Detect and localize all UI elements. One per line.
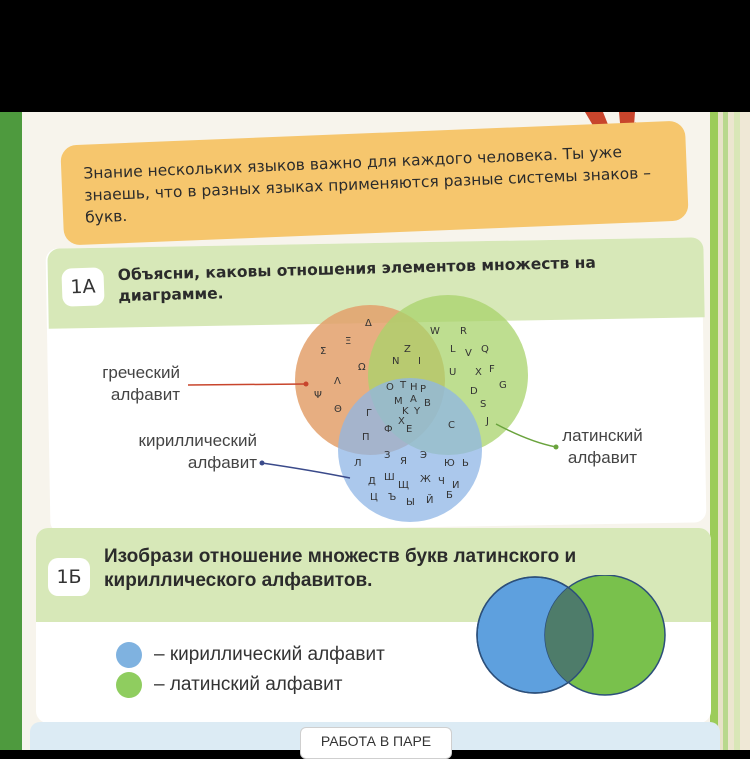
letter: Ф bbox=[384, 424, 393, 435]
letter: Y bbox=[413, 406, 421, 417]
letter: X bbox=[475, 367, 482, 378]
letter: Э bbox=[420, 450, 427, 461]
greek-pointer-line bbox=[188, 384, 306, 385]
letter: B bbox=[424, 398, 431, 409]
letter: E bbox=[406, 424, 412, 435]
legend-latin-label: – латинский алфавит bbox=[154, 674, 342, 696]
cyrillic-alphabet-label: кириллический алфавит bbox=[92, 430, 257, 474]
letter: Ш bbox=[384, 472, 395, 483]
letter: V bbox=[465, 348, 472, 359]
letter: L bbox=[450, 344, 456, 355]
letter: Ы bbox=[406, 497, 415, 508]
letter: R bbox=[460, 326, 467, 337]
legend-cyrillic: – кириллический алфавит bbox=[116, 642, 385, 668]
letter: Щ bbox=[398, 480, 409, 491]
letter: H bbox=[410, 382, 418, 393]
letter: X bbox=[398, 416, 405, 427]
letter: Ω bbox=[358, 362, 366, 373]
two-set-venn-diagram bbox=[470, 575, 670, 700]
letter: I bbox=[418, 356, 421, 367]
letter: Ъ bbox=[388, 492, 396, 503]
greek-pointer-dot bbox=[304, 382, 309, 387]
letter: Θ bbox=[334, 404, 342, 415]
letter: U bbox=[449, 367, 456, 378]
letter: Ж bbox=[420, 474, 431, 485]
pair-work-label: РАБОТА В ПАРЕ bbox=[321, 733, 431, 749]
letter: П bbox=[362, 432, 370, 443]
cyrillic-pointer-dot bbox=[260, 461, 265, 466]
letter: Ξ bbox=[345, 336, 351, 347]
letter: Я bbox=[400, 456, 407, 467]
latin-alphabet-label: латинский алфавит bbox=[545, 425, 660, 469]
letter: Л bbox=[354, 458, 362, 469]
letter: Д bbox=[368, 476, 376, 487]
letter: Б bbox=[446, 490, 453, 501]
letter: Δ bbox=[365, 318, 372, 329]
letter: Z bbox=[404, 344, 411, 355]
letter: Г bbox=[366, 408, 372, 419]
letter: G bbox=[499, 380, 507, 391]
letter: N bbox=[392, 356, 399, 367]
letter: Λ bbox=[334, 376, 341, 387]
letter: Ю bbox=[444, 458, 455, 469]
green-dot-icon bbox=[116, 672, 142, 698]
letter: З bbox=[384, 450, 390, 461]
letter: Й bbox=[426, 493, 433, 506]
blue-dot-icon bbox=[116, 642, 142, 668]
letter: Ь bbox=[462, 458, 469, 469]
letter: D bbox=[470, 386, 478, 397]
letter: S bbox=[480, 399, 486, 410]
letter: K bbox=[402, 406, 409, 417]
letter: W bbox=[430, 326, 440, 337]
pair-work-tab: РАБОТА В ПАРЕ bbox=[300, 727, 452, 759]
letter: J bbox=[485, 416, 489, 427]
letter: C bbox=[448, 420, 455, 431]
letter: Ψ bbox=[314, 390, 322, 401]
letter: И bbox=[452, 480, 459, 491]
letter: T bbox=[399, 380, 407, 391]
letter: Ц bbox=[370, 492, 378, 503]
greek-alphabet-label: греческий алфавит bbox=[80, 362, 180, 406]
letter: A bbox=[410, 394, 417, 405]
letter: O bbox=[386, 382, 394, 393]
legend-cyrillic-label: – кириллический алфавит bbox=[154, 644, 385, 666]
letter: P bbox=[420, 384, 426, 395]
task-1b-badge: 1Б bbox=[48, 558, 90, 596]
legend-latin: – латинский алфавит bbox=[116, 672, 342, 698]
letter: Q bbox=[481, 344, 489, 355]
letter: F bbox=[489, 364, 495, 375]
cyrillic-pointer-line bbox=[262, 463, 350, 478]
letter: Σ bbox=[320, 346, 326, 357]
latin-cyrillic-letters: C bbox=[448, 420, 455, 431]
letter: Ч bbox=[438, 476, 445, 487]
